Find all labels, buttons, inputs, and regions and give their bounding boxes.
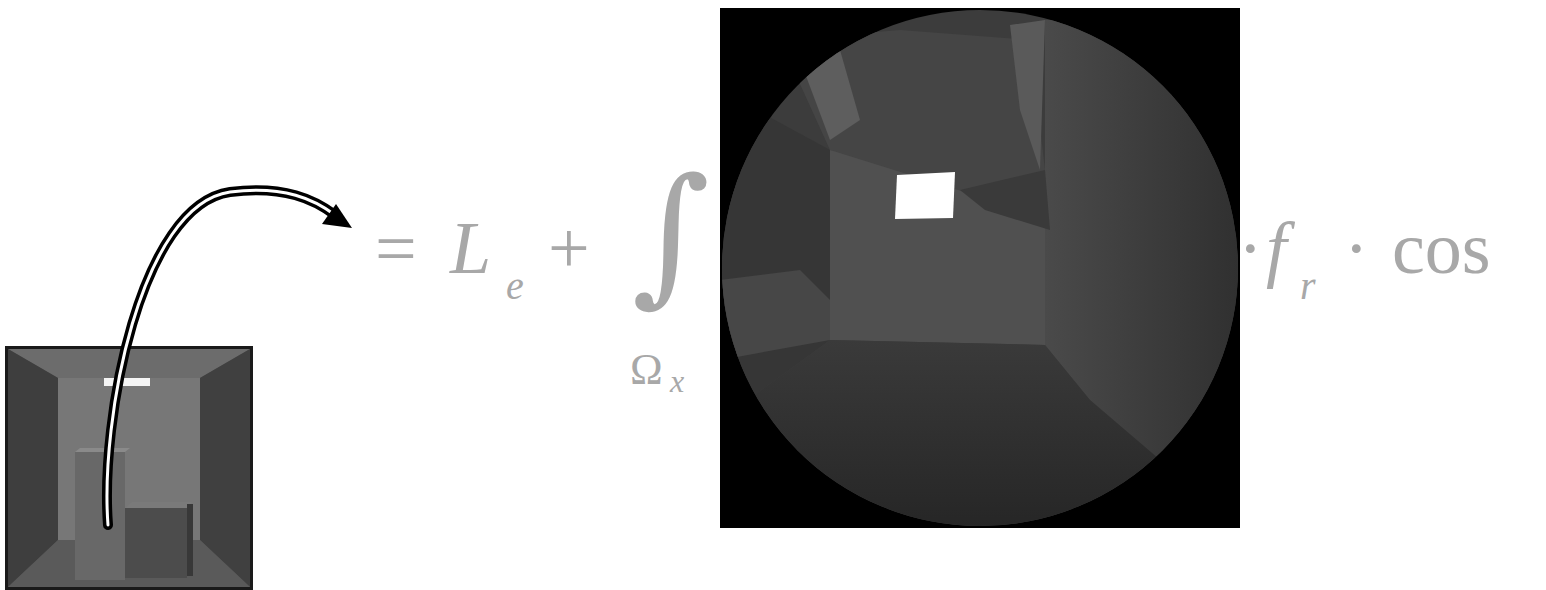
domain-symbol: Ω xyxy=(630,348,663,392)
function-name: cos xyxy=(1392,211,1491,285)
subscript: e xyxy=(506,266,524,306)
equals-sign: = xyxy=(375,211,417,285)
symbol: L xyxy=(450,211,491,285)
pointer-arrow xyxy=(107,190,352,525)
integral-sign: ∫ xyxy=(632,158,710,308)
subscript: x xyxy=(670,365,684,397)
symbol: f xyxy=(1266,211,1287,285)
hemisphere-view xyxy=(720,8,1240,528)
subscript: r xyxy=(1300,266,1316,306)
dot-operator: · xyxy=(1238,211,1263,285)
scene-thumbnail xyxy=(5,346,253,590)
plus-sign: + xyxy=(548,211,590,285)
dot-operator: · xyxy=(1344,211,1369,285)
